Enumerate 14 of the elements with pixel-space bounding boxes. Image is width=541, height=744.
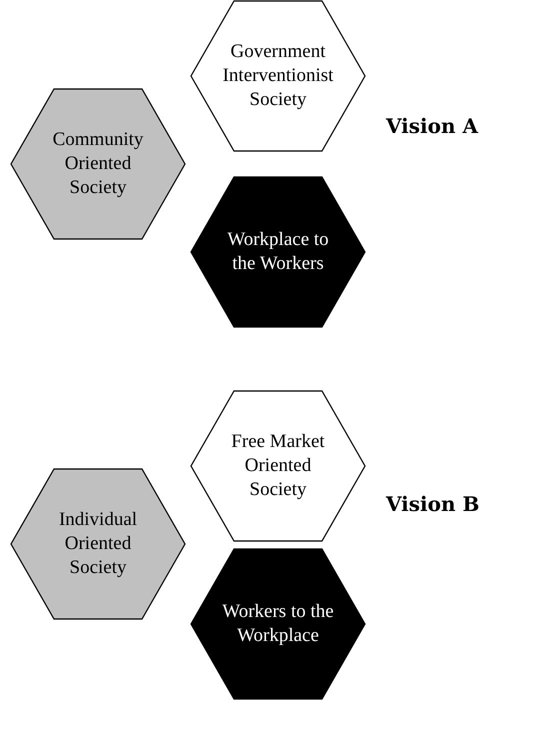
hexagon: [190, 548, 366, 700]
hexagon-label: Workplace to the Workers: [226, 228, 330, 276]
vision-label: Vision B: [386, 492, 480, 516]
hexagon-label: Workers to the Workplace: [221, 600, 335, 648]
hexagon-label: Free Market Oriented Society: [230, 430, 326, 502]
hexagon-label: Government Interventionist Society: [222, 40, 334, 112]
hexagon: [10, 468, 186, 620]
hexagon-label: Community Oriented Society: [52, 128, 144, 200]
hexagon: [10, 88, 186, 240]
hexagon: [190, 0, 366, 152]
vision-label: Vision A: [386, 114, 478, 138]
hexagon: [190, 176, 366, 328]
hexagon-label: Individual Oriented Society: [58, 508, 138, 580]
hexagon: [190, 390, 366, 542]
